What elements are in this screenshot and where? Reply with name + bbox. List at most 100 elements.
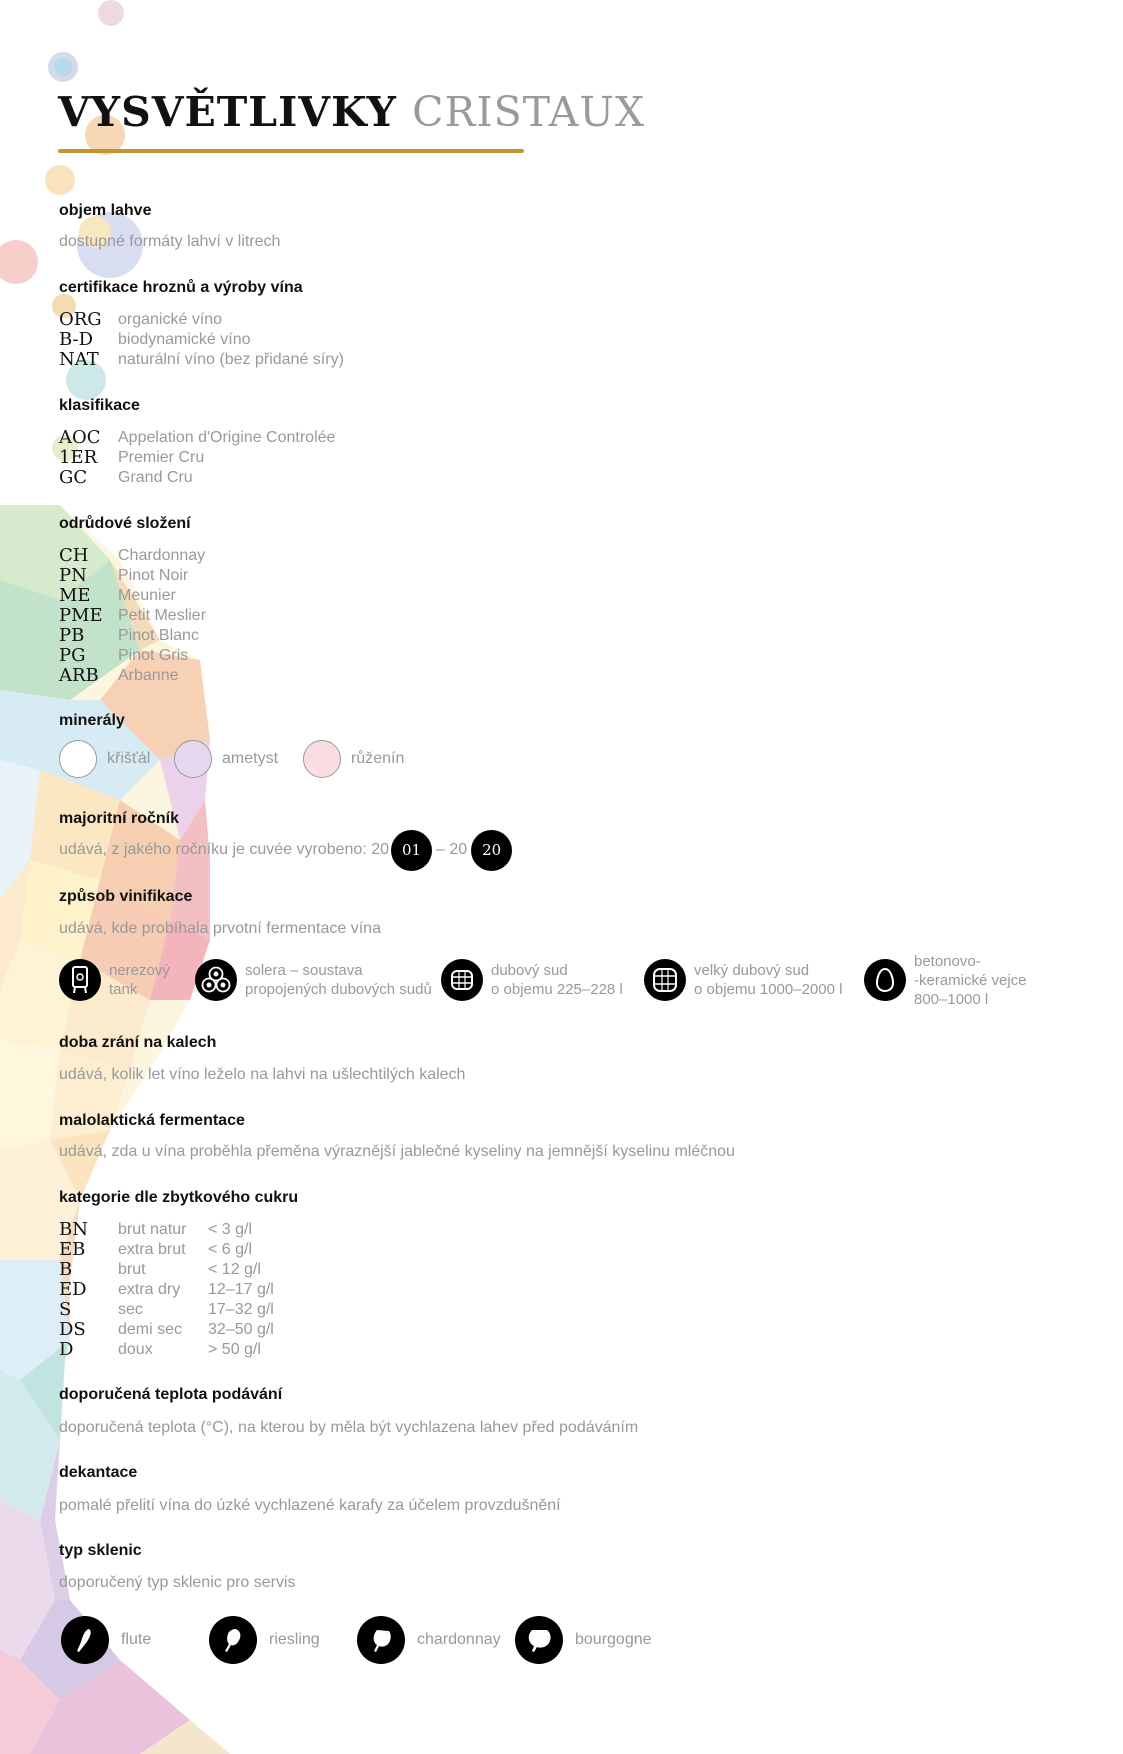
glass-item: flute [61, 1614, 151, 1666]
desc-malolactic: udává, zda u vína proběhla přeměna výraz… [59, 1143, 735, 1160]
legend-label: extra brut [118, 1241, 186, 1258]
vintage-row: udává, z jakého ročníku je cuvée vyroben… [59, 829, 513, 871]
desc-serving-temperature: doporučená teplota (°C), na kterou by mě… [59, 1419, 639, 1436]
glasses-list: flute riesling chardonnay bourgogne [59, 1614, 759, 1666]
legend-value: < 12 g/l [208, 1261, 261, 1278]
heading-lees-aging: doba zrání na kalech [59, 1034, 217, 1051]
legend-abbr: 1ER [59, 447, 98, 468]
desc-bottle-volume: dostupné formáty lahví v litrech [59, 233, 281, 250]
legend-abbr: ORG [59, 309, 102, 330]
vintage-from-badge: 01 [390, 829, 432, 871]
vintage-separator: – 20 [435, 841, 468, 858]
riesling-glass-icon [209, 1616, 257, 1664]
heading-varieties: odrůdové složení [59, 515, 191, 532]
heading-classification: klasifikace [59, 397, 140, 414]
legend-abbr: S [59, 1299, 72, 1320]
steel-tank-icon [59, 959, 101, 1001]
legend-label: Pinot Gris [118, 647, 189, 664]
legend-abbr: PG [59, 645, 86, 666]
rose-quartz-swatch-icon [303, 740, 341, 778]
glass-item: riesling [209, 1614, 320, 1666]
legend-value: > 50 g/l [208, 1341, 261, 1358]
vinification-line1: velký dubový sud [694, 962, 810, 979]
title-main: VYSVĚTLIVKY [58, 88, 397, 136]
list-item: PG Pinot Gris [59, 646, 206, 666]
solera-icon [195, 959, 237, 1001]
legend-value: < 6 g/l [208, 1241, 253, 1258]
vinification-line3: 800–1000 l [914, 990, 989, 1008]
glass-item: bourgogne [515, 1614, 652, 1666]
mineral-item: křišťál [59, 739, 150, 779]
legend-abbr: ME [59, 585, 91, 606]
legend-abbr: PN [59, 565, 87, 586]
legend-label: Pinot Blanc [118, 627, 199, 644]
heading-glasses: typ sklenic [59, 1542, 142, 1559]
chardonnay-glass-icon [357, 1616, 405, 1664]
vinification-line2: o objemu 1000–2000 l [694, 981, 843, 998]
legend-label: Appelation d'Origine Controlée [118, 429, 336, 446]
mineral-label: křišťál [107, 750, 151, 767]
legend-label: biodynamické víno [118, 331, 251, 348]
page-title: VYSVĚTLIVKY CRISTAUX [58, 88, 645, 136]
vinification-line1: dubový sud [491, 962, 568, 979]
list-item: GC Grand Cru [59, 468, 335, 488]
legend-label: naturální víno (bez přidané síry) [118, 351, 344, 368]
concrete-egg-icon [864, 959, 906, 1001]
heading-malolactic: malolaktická fermentace [59, 1112, 245, 1129]
list-item: PN Pinot Noir [59, 566, 206, 586]
heading-decanting: dekantace [59, 1464, 138, 1481]
legend-label: Meunier [118, 587, 176, 604]
vinification-line2: tank [109, 981, 138, 998]
glass-label: bourgogne [575, 1631, 652, 1648]
heading-vintage: majoritní ročník [59, 810, 180, 827]
legend-value: 12–17 g/l [208, 1281, 274, 1298]
heading-bottle-volume: objem lahve [59, 202, 152, 219]
legend-abbr: PB [59, 625, 85, 646]
desc-lees-aging: udává, kolik let víno leželo na lahvi na… [59, 1066, 466, 1083]
vinification-line2: propojených dubových sudů [245, 981, 432, 998]
vinification-item: velký dubový sud o objemu 1000–2000 l [644, 950, 842, 1010]
heading-minerals: minerály [59, 712, 125, 729]
title-underline [58, 149, 524, 153]
legend-label: Grand Cru [118, 469, 193, 486]
legend-label: brut natur [118, 1221, 187, 1238]
glass-label: riesling [269, 1631, 320, 1648]
legend-abbr: D [59, 1339, 74, 1360]
vintage-to-badge: 20 [471, 829, 513, 871]
bourgogne-glass-icon [515, 1616, 563, 1664]
legend-label: extra dry [118, 1281, 181, 1298]
legend-abbr: GC [59, 467, 88, 488]
oak-barrel-icon [441, 959, 483, 1001]
mineral-item: ametyst [174, 739, 278, 779]
mineral-label: růženín [351, 750, 405, 767]
legend-value: < 3 g/l [208, 1221, 253, 1238]
glass-label: chardonnay [417, 1631, 501, 1648]
legend-label: Pinot Noir [118, 567, 189, 584]
legend-abbr: ARB [59, 665, 99, 686]
legend-label: organické víno [118, 311, 223, 328]
desc-glasses: doporučený typ sklenic pro servis [59, 1574, 296, 1591]
mineral-label: ametyst [222, 750, 279, 767]
glass-label: flute [121, 1631, 152, 1648]
legend-label: Petit Meslier [118, 607, 207, 624]
legend-abbr: DS [59, 1319, 86, 1340]
legend-abbr: B [59, 1259, 73, 1280]
large-oak-barrel-icon [644, 959, 686, 1001]
list-item: ORG organické víno [59, 310, 344, 330]
legend-abbr: NAT [59, 349, 99, 370]
vinification-line1: solera – soustava [245, 962, 363, 979]
